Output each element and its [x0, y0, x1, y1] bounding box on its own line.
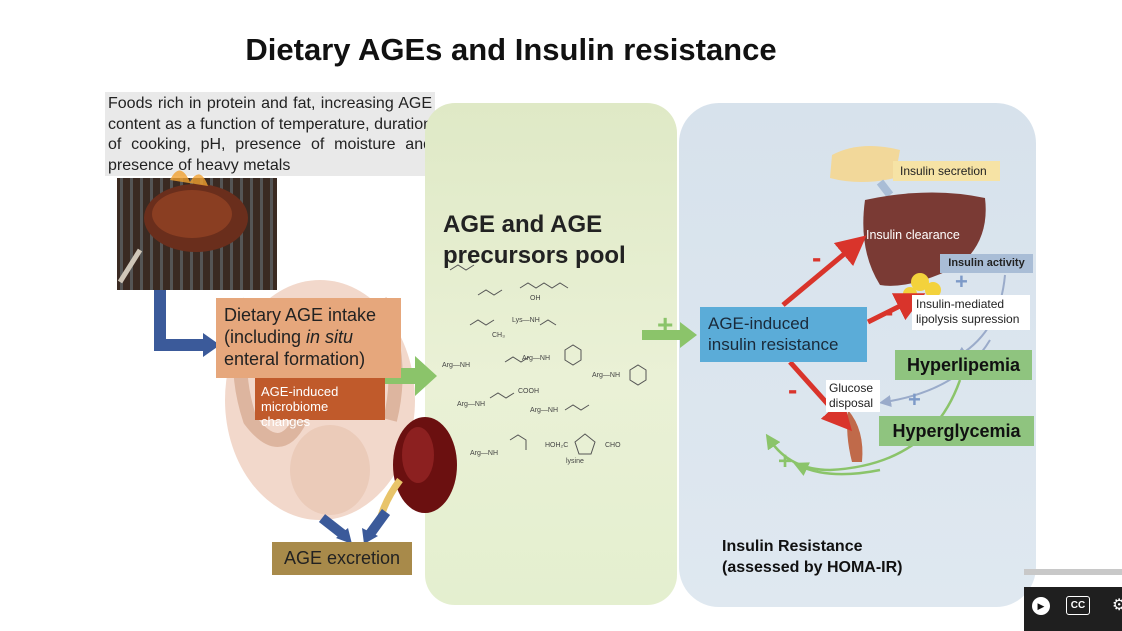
minus-sign: - [788, 374, 798, 405]
dietary-intake-box: Dietary AGE intake (including in situ en… [216, 298, 401, 378]
chem-label: Arg—NH [592, 372, 620, 379]
lipolysis-label: Insulin-mediated lipolysis supression [912, 295, 1030, 330]
plus-sign: + [657, 309, 674, 340]
chem-label: COOH [518, 388, 539, 395]
chem-label: Arg—NH [522, 355, 550, 362]
steak-image [117, 170, 277, 290]
intake-line1: Dietary AGE intake [224, 305, 377, 325]
lipolysis-line2: lipolysis supression [916, 312, 1020, 326]
insulin-activity-label: Insulin activity [940, 254, 1033, 273]
glucose-disposal-label: Glucose disposal [826, 380, 880, 412]
intake-line2: (including in situ [224, 327, 354, 347]
chem-label: Arg—NH [442, 362, 470, 369]
excretion-box: AGE excretion [272, 542, 412, 575]
insulin-secretion-label: Insulin secretion [893, 161, 1000, 181]
hyperlipemia-box: Hyperlipemia [895, 350, 1032, 380]
slide-title: Dietary AGEs and Insulin resistance [245, 32, 777, 67]
chem-label: lysine [566, 458, 584, 465]
insulin-clearance-label: Insulin clearance [866, 228, 960, 242]
chem-label: Arg—NH [470, 450, 498, 457]
ir-footer: Insulin Resistance (assessed by HOMA-IR) [722, 536, 903, 578]
chem-label: Arg—NH [457, 401, 485, 408]
settings-icon[interactable]: ⚙ [1112, 597, 1122, 614]
plus-sign: + [955, 269, 968, 294]
pool-title: AGE and AGE precursors pool [443, 209, 626, 271]
minus-sign: - [884, 296, 894, 327]
pool-title-line1: AGE and AGE [443, 211, 603, 238]
plus-sign: + [908, 387, 921, 412]
intake-line3: enteral formation) [224, 349, 366, 369]
chemical-structures [449, 264, 647, 455]
chem-label: HOH₂C [545, 442, 568, 449]
glucose-line1: Glucose [829, 381, 874, 395]
chem-label: OH [530, 295, 541, 302]
video-progress-bar[interactable] [1024, 569, 1122, 575]
age-induced-ir-box: AGE-induced insulin resistance [700, 307, 867, 362]
chem-label: CH₃ [492, 332, 505, 339]
video-controls: ▶ CC ⚙ [1024, 587, 1122, 631]
footer-line2: (assessed by HOMA-IR) [722, 559, 903, 576]
ir-line2: insulin resistance [708, 335, 839, 354]
pool-title-line2: precursors pool [443, 242, 626, 269]
age-pool-panel [425, 103, 677, 605]
hyperglycemia-box: Hyperglycemia [879, 416, 1034, 446]
lipolysis-line1: Insulin-mediated [916, 297, 1005, 311]
play-button[interactable]: ▶ [1032, 597, 1050, 615]
captions-button[interactable]: CC [1066, 596, 1090, 615]
ir-line1: AGE-induced [708, 314, 810, 333]
chem-label: Arg—NH [530, 407, 558, 414]
muscle-illustration [847, 410, 863, 462]
chem-label: CHO [605, 442, 621, 449]
kidney-illustration [376, 417, 457, 521]
chem-label: Lys—NH [512, 317, 540, 324]
microbiome-box: AGE-induced microbiome changes [255, 378, 385, 429]
plus-sign: + [778, 448, 793, 475]
food-description: Foods rich in protein and fat, increasin… [105, 92, 435, 176]
minus-sign: - [812, 242, 822, 273]
pancreas-illustration [830, 146, 900, 182]
footer-line1: Insulin Resistance [722, 538, 863, 555]
glucose-line2: disposal [829, 396, 874, 410]
